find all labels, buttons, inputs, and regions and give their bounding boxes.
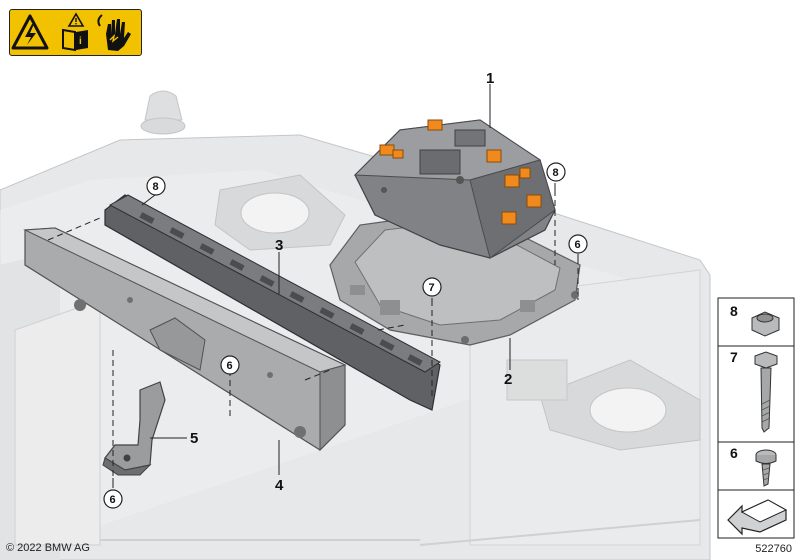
callout-5: 5 [190,430,198,447]
callout-1: 1 [486,70,494,87]
side-item-6-number: 6 [730,445,738,461]
side-item-8-number: 8 [730,303,738,319]
svg-text:8: 8 [553,167,559,179]
small-holding-bracket [102,381,166,476]
callout-6-rail: 6 [220,355,240,375]
callout-2: 2 [504,371,512,388]
svg-text:8: 8 [153,181,159,193]
warning-label: i [9,9,142,56]
callout-8-unit: 8 [546,162,566,182]
connector-rail [104,194,441,411]
callout-3: 3 [275,237,283,254]
copyright-text: © 2022 BMW AG [6,542,90,554]
catalog-number: 522760 [755,543,792,555]
callout-7: 7 [422,277,442,297]
svg-text:6: 6 [110,494,116,506]
svg-text:6: 6 [227,360,233,372]
high-voltage-warning-icon [11,14,49,50]
callouts: 1 2 3 4 5 8 8 6 7 6 6 [103,70,588,509]
leader-lines [112,84,579,488]
assembly-guide-lines [47,190,579,480]
callout-6-bracket: 6 [103,489,123,509]
svg-text:6: 6 [575,239,581,251]
svg-text:i: i [79,36,82,47]
torx-screw-icon [755,449,777,487]
high-voltage-control-unit [353,119,556,259]
hex-bolt-icon [754,351,778,433]
callout-4: 4 [275,477,284,494]
callout-6-tray: 6 [568,234,588,254]
read-manual-icon: i [62,12,88,52]
no-touch-hand-icon [97,14,131,51]
svg-text:7: 7 [429,282,435,294]
support-bracket-rail [23,227,347,452]
warning-icons-strip: i [11,12,131,52]
fastener-side-panel: 8 7 6 [717,297,795,539]
assembly-arrow-icon [727,499,788,536]
side-item-7-number: 7 [730,349,738,365]
hex-nut-icon [751,311,780,337]
callout-8-rail: 8 [146,176,166,196]
